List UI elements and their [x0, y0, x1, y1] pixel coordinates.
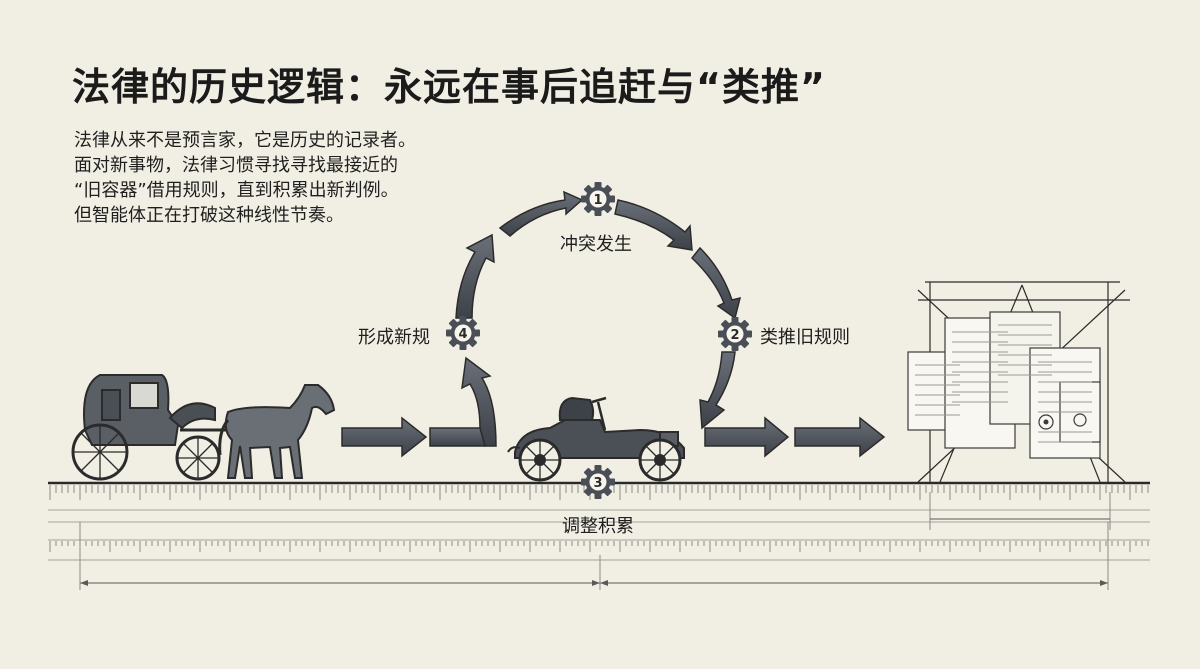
step-2-gear-icon: 2	[718, 317, 752, 351]
early-automobile-icon	[507, 396, 685, 482]
step-3-label: 调整积累	[562, 516, 634, 537]
cycle-arrows	[455, 190, 742, 447]
legal-documents-stack-icon	[907, 281, 1130, 483]
step-2-number: 2	[730, 328, 739, 343]
description-line: “旧容器”借用规则，直到积累出新判例。	[74, 180, 399, 201]
step-4-number: 4	[458, 327, 467, 342]
step-3-gear-icon: 3	[581, 465, 615, 499]
step-3-number: 3	[593, 476, 602, 491]
page-title: 法律的历史逻辑：永远在事后追赶与“类推”	[72, 65, 826, 109]
description-line: 法律从来不是预言家，它是历史的记录者。	[74, 130, 416, 151]
description-line: 但智能体正在打破这种线性节奏。	[74, 205, 344, 226]
step-1-number: 1	[593, 193, 602, 208]
step-1-gear-icon: 1	[581, 182, 615, 216]
step-4-label: 形成新规	[358, 327, 430, 348]
flow-arrows	[341, 416, 886, 458]
description: 法律从来不是预言家，它是历史的记录者。 面对新事物，法律习惯寻找寻找最接近的 “…	[74, 128, 416, 228]
step-4-gear-icon: 4	[446, 316, 480, 350]
horse-carriage-icon	[71, 374, 336, 481]
step-2-label: 类推旧规则	[760, 327, 850, 348]
step-1-label: 冲突发生	[560, 234, 632, 255]
description-line: 面对新事物，法律习惯寻找寻找最接近的	[74, 155, 398, 176]
